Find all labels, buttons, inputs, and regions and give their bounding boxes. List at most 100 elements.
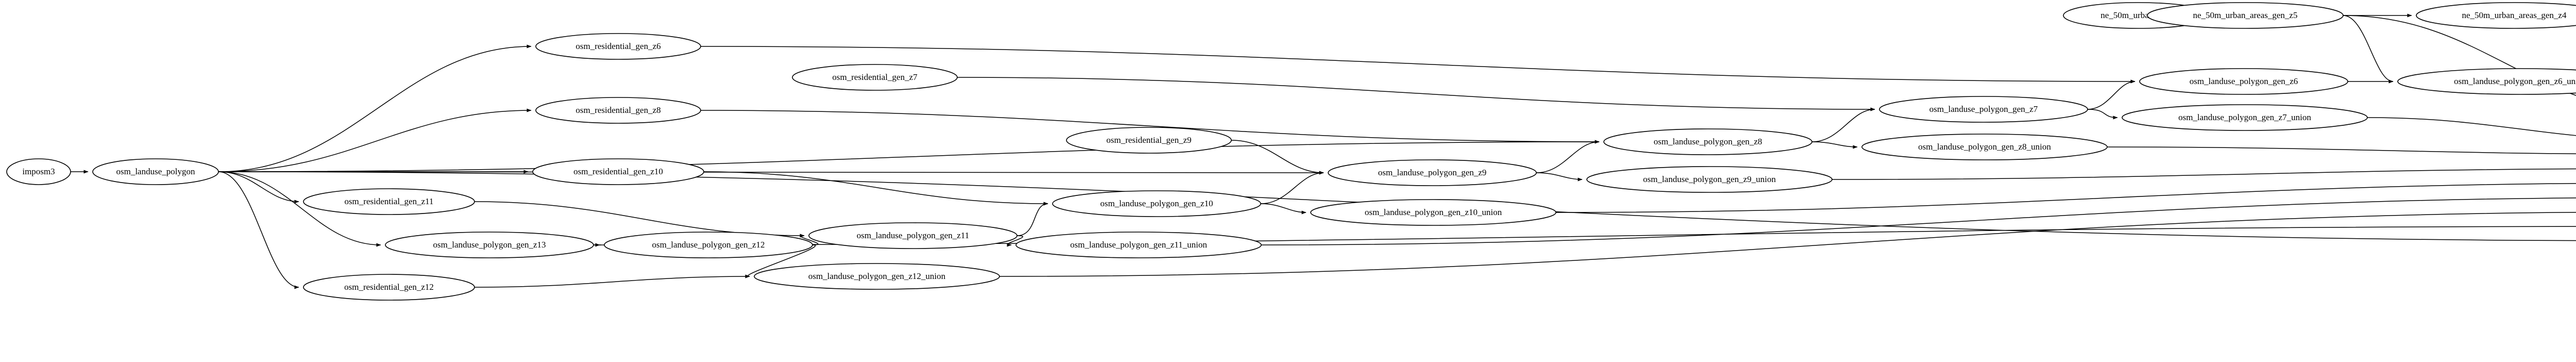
node-shape	[2122, 104, 2368, 131]
node-shape	[303, 188, 475, 215]
node-shape	[1310, 199, 1556, 226]
node-label: osm_residential_gen_z11	[344, 196, 433, 206]
node-osm_landuse_polygon_gen_z6_union[interactable]: osm_landuse_polygon_gen_z6_union	[2397, 68, 2576, 95]
edge-osm_landuse_polygon-to-osm_landuse_polygon_gen_z13	[218, 171, 381, 247]
node-osm_landuse_polygon_gen_z6[interactable]: osm_landuse_polygon_gen_z6	[2139, 68, 2348, 95]
node-shape	[535, 97, 701, 124]
node-osm_residential_gen_z6[interactable]: osm_residential_gen_z6	[535, 33, 701, 60]
edge-ne_50m_urban_areas_gen_z5-to-osm_landuse_polygon_gen_z6_union	[2343, 15, 2394, 84]
edge-osm_residential_gen_z9-to-osm_landuse_polygon_gen_z9	[1231, 140, 1324, 175]
node-osm_residential_gen_z11[interactable]: osm_residential_gen_z11	[303, 188, 475, 215]
node-shape	[1328, 159, 1537, 186]
node-label: osm_landuse_polygon_gen_z7	[1929, 104, 2038, 114]
node-osm_landuse_polygon_gen_z9_union[interactable]: osm_landuse_polygon_gen_z9_union	[1586, 166, 1833, 193]
node-shape	[92, 158, 219, 185]
node-shape	[1052, 190, 1261, 217]
edge-osm_landuse_polygon_gen_z9-to-osm_landuse_polygon_gen_z8	[1536, 140, 1600, 173]
node-label: osm_residential_gen_z12	[344, 282, 434, 292]
node-osm_landuse_polygon_gen_z10[interactable]: osm_landuse_polygon_gen_z10	[1052, 190, 1261, 217]
edge-osm_landuse_polygon_gen_z11-to-osm_landuse_polygon_gen_z10	[1016, 202, 1048, 236]
node-label: osm_landuse_polygon_gen_z12_union	[808, 271, 946, 281]
node-ne_50m_urban_areas_gen_z4[interactable]: ne_50m_urban_areas_gen_z4	[2416, 2, 2576, 29]
node-osm_landuse_polygon_gen_z8_union[interactable]: osm_landuse_polygon_gen_z8_union	[1861, 134, 2108, 160]
node-label: osm_landuse_polygon_gen_z12	[652, 240, 765, 250]
node-osm_residential_gen_z9[interactable]: osm_residential_gen_z9	[1066, 127, 1232, 154]
node-osm_landuse_polygon_gen_z10_union[interactable]: osm_landuse_polygon_gen_z10_union	[1310, 199, 1556, 226]
node-osm_landuse_polygon_gen_z8[interactable]: osm_landuse_polygon_gen_z8	[1603, 128, 1812, 155]
edge-osm_residential_gen_z11-to-osm_landuse_polygon_gen_z11	[474, 201, 805, 238]
node-shape	[385, 232, 594, 258]
edge-osm_residential_gen_z8-to-osm_landuse_polygon_gen_z8	[700, 110, 1600, 144]
node-label: ne_50m_urban_areas_gen_z5	[2193, 10, 2298, 20]
node-shape	[1879, 96, 2088, 123]
node-label: osm_landuse_polygon_gen_z11_union	[1070, 240, 1207, 250]
node-ne_50m_urban_areas_gen_z5[interactable]: ne_50m_urban_areas_gen_z5	[2147, 2, 2344, 29]
node-label: osm_residential_gen_z6	[575, 41, 660, 51]
edge-osm_landuse_polygon_gen_z9_union-to-layer_landuse-z9	[1832, 168, 2576, 180]
node-label: imposm3	[22, 167, 55, 176]
edge-osm_landuse_polygon_gen_z12_union-to-layer_landuse-z12	[999, 211, 2576, 277]
edge-osm_residential_gen_z6-to-osm_landuse_polygon_gen_z6	[700, 46, 2136, 84]
edge-ne_50m_urban_areas_gen_z5-to-layer_landuse-z5	[2343, 15, 2576, 96]
edge-osm_landuse_polygon-to-osm_residential_gen_z8	[218, 108, 532, 172]
nodes-layer: imposm3 osm_landuse_polygon osm_residentia…	[6, 2, 2576, 301]
node-shape	[2416, 2, 2576, 29]
node-shape	[532, 158, 704, 185]
edge-osm_landuse_polygon_gen_z8-to-osm_landuse_polygon_gen_z7	[1811, 107, 1875, 142]
node-osm_landuse_polygon_gen_z12_union[interactable]: osm_landuse_polygon_gen_z12_union	[754, 263, 1000, 290]
node-shape	[1015, 232, 1262, 258]
node-shape	[754, 263, 1000, 290]
edge-osm_landuse_polygon_gen_z11-to-osm_landuse_polygon_gen_z11_union	[1007, 235, 1023, 247]
edge-osm_landuse_polygon_gen_z7_union-to-layer_landuse-z7	[2367, 117, 2576, 136]
node-label: ne_50m_urban_areas_gen_z4	[2462, 10, 2567, 20]
edge-osm_landuse_polygon_gen_z8_union-to-layer_landuse-z8	[2107, 146, 2576, 155]
node-shape	[808, 222, 1018, 249]
node-shape	[792, 64, 958, 91]
edge-osm_landuse_polygon_gen_z9-to-osm_landuse_polygon_gen_z9_union	[1536, 172, 1583, 182]
node-osm_landuse_polygon_gen_z7[interactable]: osm_landuse_polygon_gen_z7	[1879, 96, 2088, 123]
node-label: osm_residential_gen_z8	[575, 105, 660, 115]
node-label: osm_landuse_polygon_gen_z6	[2190, 76, 2298, 86]
node-label: osm_landuse_polygon_gen_z8_union	[1918, 142, 2051, 152]
node-shape	[6, 158, 71, 185]
edge-osm_residential_gen_z12-to-osm_landuse_polygon_gen_z12_union	[474, 274, 750, 288]
node-osm_residential_gen_z12[interactable]: osm_residential_gen_z12	[303, 274, 475, 301]
node-osm_landuse_polygon_gen_z7_union[interactable]: osm_landuse_polygon_gen_z7_union	[2122, 104, 2368, 131]
node-label: osm_landuse_polygon_gen_z7_union	[2178, 112, 2311, 122]
node-osm_landuse_polygon_gen_z13[interactable]: osm_landuse_polygon_gen_z13	[385, 232, 594, 258]
edge-osm_landuse_polygon_gen_z7-to-osm_landuse_polygon_gen_z7_union	[2087, 109, 2118, 120]
edge-osm_landuse_polygon_gen_z10-to-osm_landuse_polygon_gen_z10_union	[1260, 203, 1307, 215]
node-label: osm_residential_gen_z7	[832, 72, 918, 82]
node-osm_residential_gen_z7[interactable]: osm_residential_gen_z7	[792, 64, 958, 91]
edge-osm_landuse_polygon-to-osm_landuse_polygon_gen_z8	[218, 140, 1600, 172]
node-label: osm_landuse_polygon_gen_z9_union	[1643, 174, 1776, 184]
node-label: osm_landuse_polygon_gen_z6_union	[2454, 76, 2576, 86]
node-osm_landuse_polygon_gen_z11[interactable]: osm_landuse_polygon_gen_z11	[808, 222, 1018, 249]
node-label: osm_landuse_polygon_gen_z10	[1100, 199, 1213, 208]
node-osm_landuse_polygon_gen_z12[interactable]: osm_landuse_polygon_gen_z12	[604, 232, 813, 258]
edge-osm_landuse_polygon_gen_z8-to-osm_landuse_polygon_gen_z8_union	[1811, 141, 1858, 149]
node-shape	[1603, 128, 1812, 155]
node-shape	[2397, 68, 2576, 95]
edge-osm_landuse_polygon_gen_z12-to-osm_landuse_polygon_gen_z12_union	[745, 244, 816, 278]
node-shape	[535, 33, 701, 60]
node-label: osm_residential_gen_z10	[573, 167, 663, 176]
node-shape	[2139, 68, 2348, 95]
node-shape	[303, 274, 475, 301]
node-osm_landuse_polygon_gen_z9[interactable]: osm_landuse_polygon_gen_z9	[1328, 159, 1537, 186]
node-label: osm_landuse_polygon_gen_z13	[433, 240, 546, 250]
edge-osm_residential_gen_z10-to-osm_landuse_polygon_gen_z10	[703, 171, 1048, 206]
edge-osm_landuse_polygon_gen_z10-to-osm_landuse_polygon_gen_z9	[1260, 171, 1324, 204]
node-osm_residential_gen_z8[interactable]: osm_residential_gen_z8	[535, 97, 701, 124]
edge-osm_landuse_polygon-to-osm_residential_gen_z11	[218, 171, 299, 204]
node-shape	[1586, 166, 1833, 193]
node-shape	[2147, 2, 2344, 29]
node-label: osm_residential_gen_z9	[1106, 135, 1191, 145]
node-osm_landuse_polygon_gen_z11_union[interactable]: osm_landuse_polygon_gen_z11_union	[1015, 232, 1262, 258]
edge-osm_landuse_polygon-to-osm_residential_gen_z12	[218, 171, 299, 289]
node-imposm3[interactable]: imposm3	[6, 158, 71, 185]
node-osm_landuse_polygon[interactable]: osm_landuse_polygon	[92, 158, 219, 185]
node-osm_residential_gen_z10[interactable]: osm_residential_gen_z10	[532, 158, 704, 185]
edge-osm_landuse_polygon_gen_z11_union-to-layer_landuse-z11	[1261, 197, 2576, 245]
